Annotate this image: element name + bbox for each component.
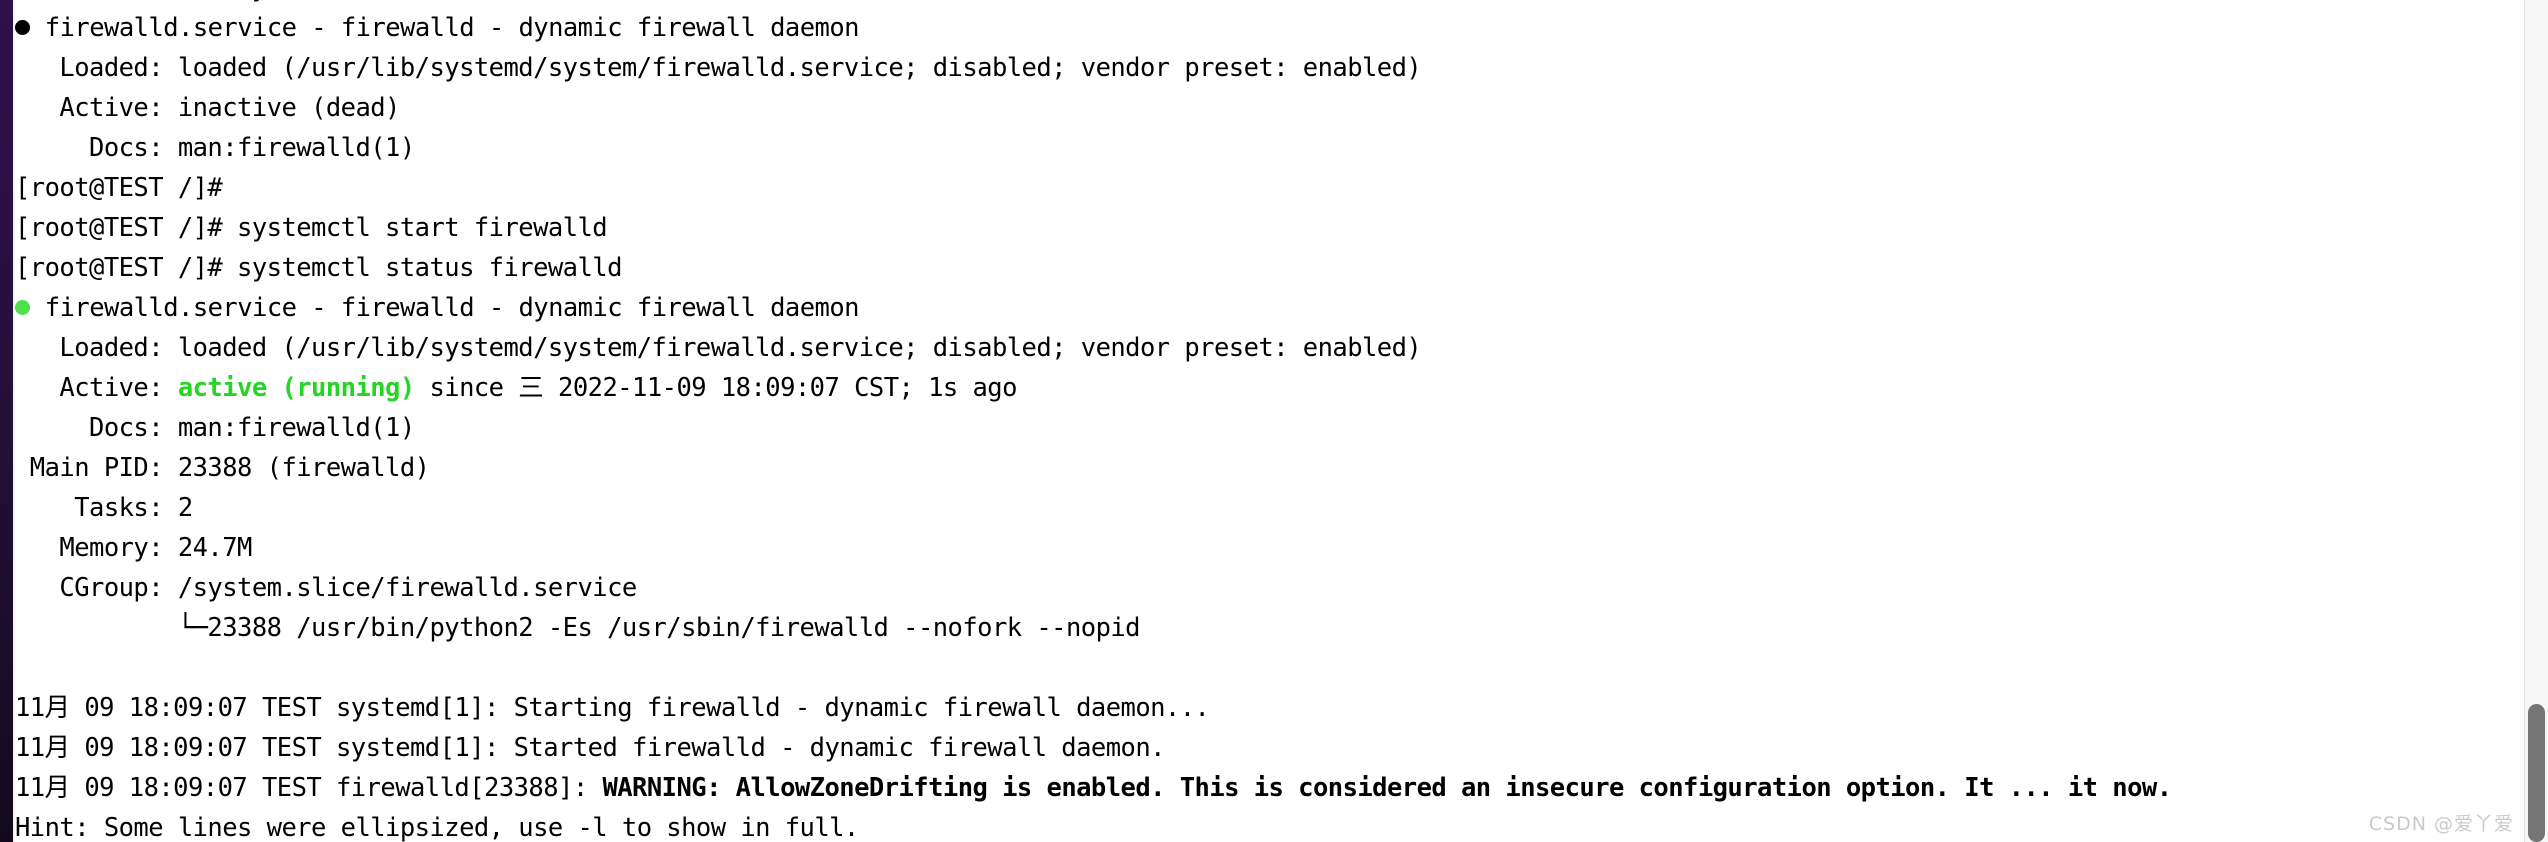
line-text: Active: inactive (dead) bbox=[15, 93, 400, 123]
line-text: [root@TEST /]# systemctl status firewall… bbox=[15, 0, 622, 3]
terminal-line: Active: active (running) since 三 2022-11… bbox=[15, 368, 2548, 408]
service-inactive-bullet-icon bbox=[15, 20, 30, 35]
terminal-line: [root@TEST /]# systemctl status firewall… bbox=[15, 0, 2548, 8]
terminal-line: Docs: man:firewalld(1) bbox=[15, 128, 2548, 168]
active-running-status: active (running) bbox=[177, 373, 415, 403]
line-text: [root@TEST /]# systemctl status firewall… bbox=[15, 253, 622, 283]
terminal-line: firewalld.service - firewalld - dynamic … bbox=[15, 288, 2548, 328]
terminal-line: Active: inactive (dead) bbox=[15, 88, 2548, 128]
terminal-line: 11月 09 18:09:07 TEST firewalld[23388]: W… bbox=[15, 768, 2548, 808]
line-text: firewalld.service - firewalld - dynamic … bbox=[30, 293, 860, 323]
terminal-line: 11月 09 18:09:07 TEST systemd[1]: Started… bbox=[15, 728, 2548, 768]
line-text: Tasks: 2 bbox=[15, 493, 193, 523]
terminal-line: firewalld.service - firewalld - dynamic … bbox=[15, 8, 2548, 48]
terminal-line: Docs: man:firewalld(1) bbox=[15, 408, 2548, 448]
line-text: Loaded: loaded (/usr/lib/systemd/system/… bbox=[15, 53, 1422, 83]
terminal-line: Tasks: 2 bbox=[15, 488, 2548, 528]
terminal-line: Loaded: loaded (/usr/lib/systemd/system/… bbox=[15, 328, 2548, 368]
line-text: Hint: Some lines were ellipsized, use -l… bbox=[15, 813, 859, 842]
line-text: [root@TEST /]# systemctl start firewalld bbox=[15, 213, 608, 243]
line-text: Main PID: 23388 (firewalld) bbox=[15, 453, 430, 483]
warning-message: WARNING: AllowZoneDrifting is enabled. T… bbox=[602, 773, 2172, 803]
terminal-line: [root@TEST /]# systemctl start firewalld bbox=[15, 208, 2548, 248]
vertical-scrollbar-track[interactable] bbox=[2524, 0, 2548, 842]
terminal-line: Main PID: 23388 (firewalld) bbox=[15, 448, 2548, 488]
line-text: 11月 09 18:09:07 TEST systemd[1]: Startin… bbox=[15, 693, 1210, 723]
line-text: Memory: 24.7M bbox=[15, 533, 252, 563]
service-active-bullet-icon bbox=[15, 300, 30, 315]
terminal-output: Docs: man:firewalld(1) [root@TEST /]# sys… bbox=[15, 0, 2548, 842]
terminal-line: CGroup: /system.slice/firewalld.service bbox=[15, 568, 2548, 608]
terminal-line: 11月 09 18:09:07 TEST systemd[1]: Startin… bbox=[15, 688, 2548, 728]
line-text: Docs: man:firewalld(1) bbox=[15, 413, 415, 443]
terminal-line: [root@TEST /]# systemctl status firewall… bbox=[15, 248, 2548, 288]
terminal-line: Hint: Some lines were ellipsized, use -l… bbox=[15, 808, 2548, 842]
terminal-line: Loaded: loaded (/usr/lib/systemd/system/… bbox=[15, 48, 2548, 88]
vertical-scrollbar-thumb[interactable] bbox=[2528, 704, 2545, 842]
terminal-line: [root@TEST /]# bbox=[15, 168, 2548, 208]
terminal-line: └─23388 /usr/bin/python2 -Es /usr/sbin/f… bbox=[15, 608, 2548, 648]
line-text: firewalld.service - firewalld - dynamic … bbox=[30, 13, 860, 43]
line-text: since 三 2022-11-09 18:09:07 CST; 1s ago bbox=[414, 373, 1017, 403]
left-gutter-edge bbox=[13, 0, 15, 842]
line-text: Active: bbox=[15, 373, 178, 403]
line-text: Loaded: loaded (/usr/lib/systemd/system/… bbox=[15, 333, 1422, 363]
log-timestamp-prefix: 11月 09 18:09:07 TEST firewalld[23388]: bbox=[15, 773, 603, 803]
line-text: 11月 09 18:09:07 TEST systemd[1]: Started… bbox=[15, 733, 1165, 763]
line-text: [root@TEST /]# bbox=[15, 173, 223, 203]
left-gutter-decoration bbox=[0, 0, 13, 842]
line-text: Docs: man:firewalld(1) bbox=[15, 133, 415, 163]
terminal-line bbox=[15, 648, 2548, 688]
line-text: └─23388 /usr/bin/python2 -Es /usr/sbin/f… bbox=[15, 613, 1141, 643]
csdn-watermark: CSDN @爱丫爱 bbox=[2368, 813, 2514, 835]
terminal-line: Memory: 24.7M bbox=[15, 528, 2548, 568]
line-text: CGroup: /system.slice/firewalld.service bbox=[15, 573, 637, 603]
